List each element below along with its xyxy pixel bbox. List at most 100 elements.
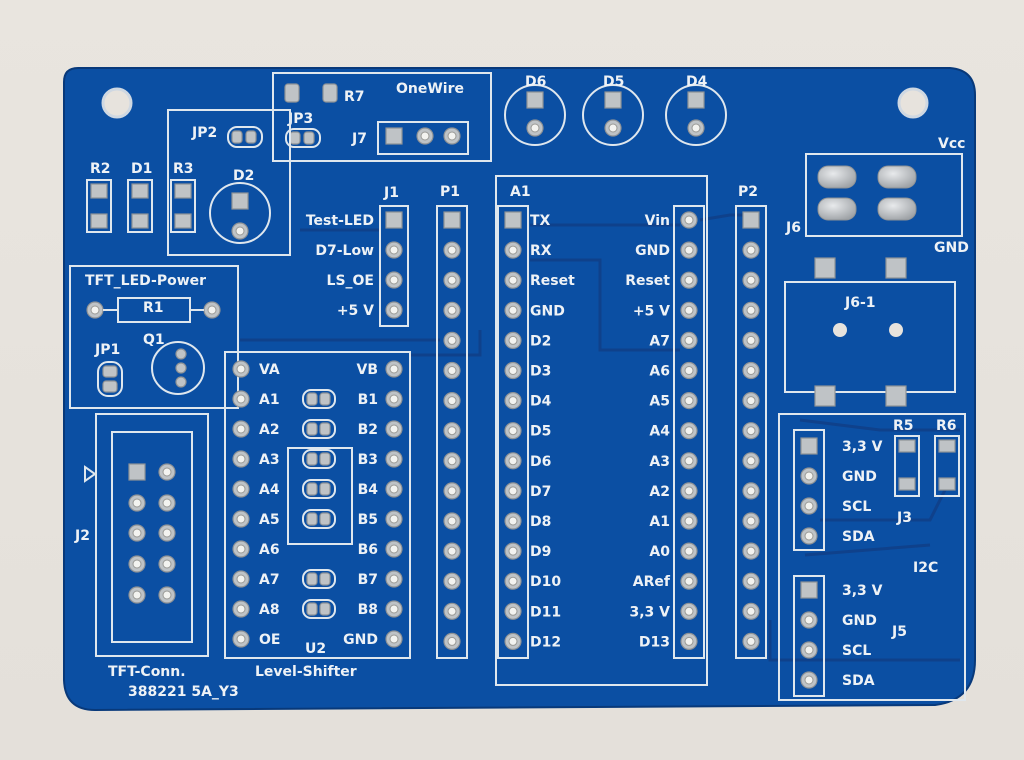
led-d5 <box>582 84 644 146</box>
a1-pin-label: D2 <box>530 333 551 349</box>
solder-jumper <box>302 389 336 409</box>
i2c-label: I2C <box>913 560 938 576</box>
r7-pad-2 <box>322 83 338 103</box>
u2-pin-label: A5 <box>259 512 280 528</box>
a1-pin-label: A5 <box>649 394 670 410</box>
j1-pin-label: Test-LED <box>306 213 374 229</box>
j7-label: J7 <box>351 131 367 147</box>
j1-pin-label: +5 V <box>337 303 374 319</box>
tft-conn-label: TFT-Conn. <box>108 664 186 680</box>
a1-pin-label: TX <box>530 213 551 229</box>
serial-number-label: 388221 5A_Y3 <box>128 684 239 700</box>
u2-pin-label: B7 <box>358 572 378 588</box>
u2-pin-label: A6 <box>259 542 280 558</box>
u2-pin-label: B2 <box>358 422 378 438</box>
a1-pin-label: A1 <box>649 514 670 530</box>
d1-label: D1 <box>131 161 152 177</box>
level-shifter-label: Level-Shifter <box>255 664 357 680</box>
u2-pin-label: B8 <box>358 602 378 618</box>
j3-label: J3 <box>896 510 912 526</box>
solder-jumper <box>302 569 336 589</box>
u2-pin-label: VB <box>356 362 378 378</box>
a1-label: A1 <box>510 184 531 200</box>
a1-pin-label: D8 <box>530 514 551 530</box>
j5-pin-label: SCL <box>842 643 871 659</box>
u2-pin-label: B5 <box>358 512 378 528</box>
r6-label: R6 <box>936 418 957 434</box>
a1-pin-label: D13 <box>639 634 670 650</box>
r7-label: R7 <box>344 89 365 105</box>
a1-pin-label: Vin <box>645 213 670 229</box>
j3-pin-label: GND <box>842 469 877 485</box>
p2-pin <box>742 211 760 229</box>
r7-pad-1 <box>284 83 300 103</box>
a1-pin-label: Reset <box>530 273 575 289</box>
a1-pin-label: GND <box>530 303 565 319</box>
a1-pin-label: GND <box>635 243 670 259</box>
r2-label: R2 <box>90 161 111 177</box>
a1-pin-label: D4 <box>530 394 552 410</box>
j2-pins <box>128 463 176 604</box>
solder-jumper <box>302 509 336 529</box>
j5-pin-label: GND <box>842 613 877 629</box>
j3-pin-label: SCL <box>842 499 871 515</box>
u2-label: U2 <box>305 641 326 657</box>
u2-pin-label: A7 <box>259 572 280 588</box>
j1-pins <box>385 211 403 319</box>
u2-pin-label: B4 <box>358 482 379 498</box>
a1-pin-label: A0 <box>649 544 670 560</box>
led-d4 <box>665 84 727 146</box>
a1-pin-label: RX <box>530 243 552 259</box>
j5-pin <box>800 581 818 599</box>
j2-label: J2 <box>74 528 90 544</box>
j5-pin-label: 3,3 V <box>842 583 883 599</box>
led-d6 <box>504 84 566 146</box>
j6-1-label: J6-1 <box>844 295 876 311</box>
u2-pin-label: B6 <box>358 542 378 558</box>
p2-label: P2 <box>738 184 758 200</box>
vcc-label: Vcc <box>938 136 965 152</box>
a1-pin-label: D10 <box>530 574 561 590</box>
u2-pin-label: GND <box>343 632 378 648</box>
a1-pin-label: D12 <box>530 634 561 650</box>
u2-pin-label: A8 <box>259 602 280 618</box>
gnd-label: GND <box>934 240 969 256</box>
a1-pin-label: D3 <box>530 364 551 380</box>
a1-pin-label: D7 <box>530 484 551 500</box>
u2-pin-label: A2 <box>259 422 280 438</box>
a1-pin-label: D6 <box>530 454 551 470</box>
a1-pin-label: A2 <box>649 484 670 500</box>
a1-left-pin <box>504 211 522 229</box>
a1-pin-label: +5 V <box>633 303 670 319</box>
a1-pin-label: A4 <box>649 424 670 440</box>
j1-pin-label: D7-Low <box>315 243 374 259</box>
a1-pin-label: Reset <box>625 273 670 289</box>
a1-pin-label: D11 <box>530 604 561 620</box>
p1-pin <box>443 211 461 229</box>
jp1-label: JP1 <box>94 342 120 358</box>
r5-label: R5 <box>893 418 914 434</box>
u2-pin-label: A4 <box>259 482 280 498</box>
a1-pin-label: A6 <box>649 364 670 380</box>
solder-jumper <box>302 419 336 439</box>
j6-pads <box>817 165 917 221</box>
solder-jumper <box>302 479 336 499</box>
onewire-label: OneWire <box>396 81 464 97</box>
d4-label: D4 <box>686 74 708 90</box>
j5-label: J5 <box>891 624 907 640</box>
solder-jumper <box>302 599 336 619</box>
a1-pin-label: ARef <box>633 574 671 590</box>
a1-pin-label: D5 <box>530 424 551 440</box>
d6-label: D6 <box>525 74 546 90</box>
j1-label: J1 <box>383 185 399 201</box>
j6-label: J6 <box>785 220 801 236</box>
d5-label: D5 <box>603 74 624 90</box>
u2-pin-label: A1 <box>259 392 280 408</box>
mounting-hole-left <box>101 87 133 119</box>
q1-label: Q1 <box>143 332 165 348</box>
u2-pin-label: OE <box>259 632 280 648</box>
r3-label: R3 <box>173 161 194 177</box>
j3-pin-label: 3,3 V <box>842 439 883 455</box>
jp2-label: JP2 <box>191 125 217 141</box>
